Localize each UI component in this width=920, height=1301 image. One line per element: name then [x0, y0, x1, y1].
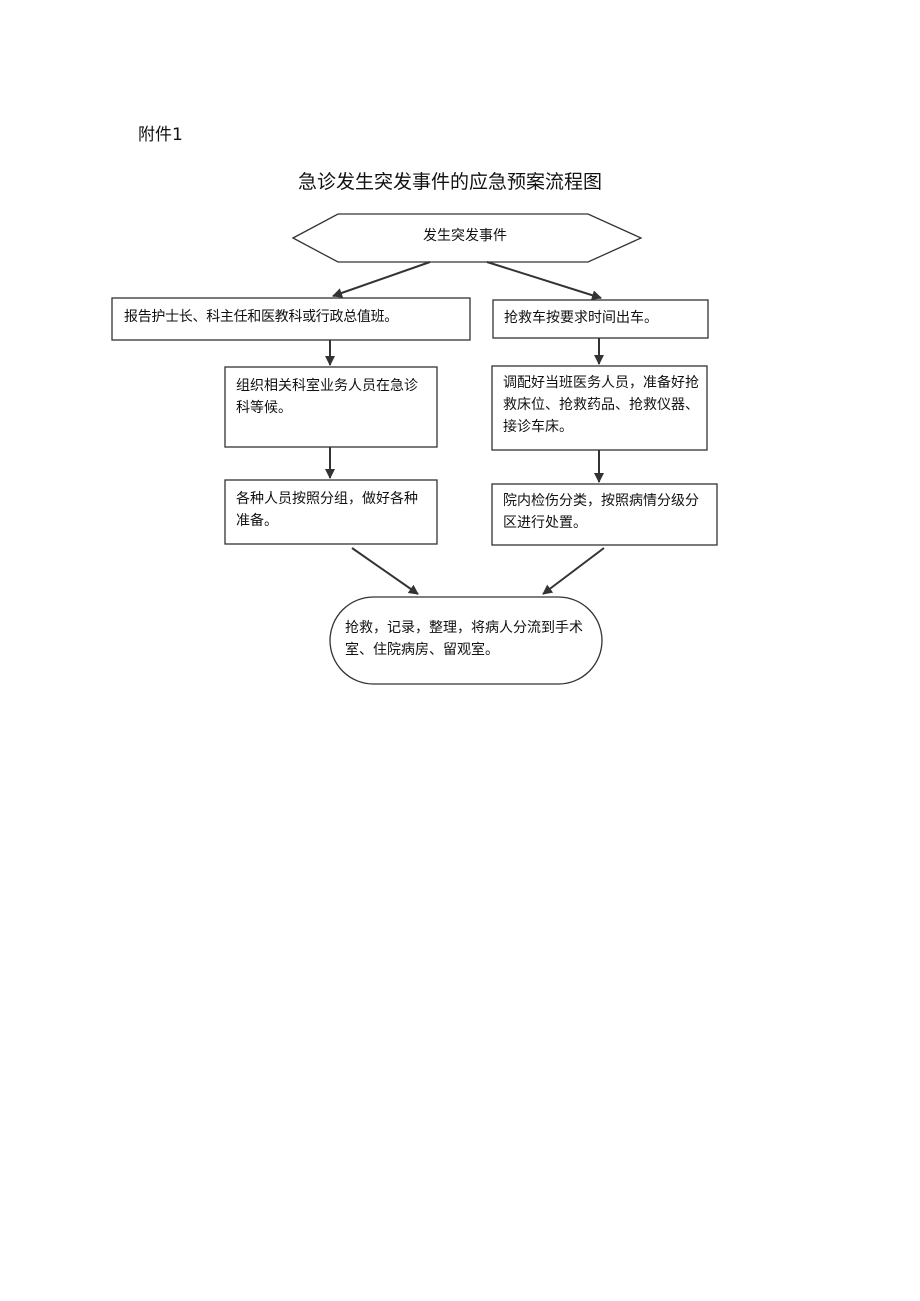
arrow-prepare-to-end — [351, 547, 419, 595]
organize-box: 组织相关科室业务人员在急诊科等候。 — [225, 367, 437, 447]
end-box: 抢救，记录，整理，将病人分流到手术室、住院病房、留观室。 — [345, 617, 595, 661]
dispatch-box-text: 抢救车按要求时间出车。 — [504, 310, 658, 326]
allocate-box-text: 调配好当班医务人员，准备好抢救床位、抢救药品、抢救仪器、接诊车床。 — [503, 375, 699, 435]
end-terminal — [329, 596, 603, 685]
end-box-text: 抢救，记录，整理，将病人分流到手术室、住院病房、留观室。 — [345, 620, 583, 658]
report-box: 报告护士长、科主任和医教科或行政总值班。 — [112, 298, 470, 340]
dispatch-box: 抢救车按要求时间出车。 — [493, 300, 708, 338]
start-event-label: 发生突发事件 — [423, 228, 507, 244]
report-box-frame — [111, 297, 471, 341]
triage-box-frame — [491, 483, 718, 546]
attachment-label: 附件1 — [138, 125, 183, 145]
document-title: 急诊发生突发事件的应急预案流程图 — [297, 171, 602, 193]
arrow-triage-to-end — [542, 547, 605, 595]
start-hexagon — [291, 213, 643, 263]
allocate-box: 调配好当班医务人员，准备好抢救床位、抢救药品、抢救仪器、接诊车床。 — [492, 366, 707, 450]
triage-box: 院内检伤分类，按照病情分级分区进行处置。 — [492, 484, 717, 545]
prepare-box-text: 各种人员按照分组，做好各种准备。 — [236, 491, 418, 529]
prepare-box: 各种人员按照分组，做好各种准备。 — [225, 480, 437, 544]
triage-box-text: 院内检伤分类，按照病情分级分区进行处置。 — [503, 493, 699, 531]
report-box-text: 报告护士长、科主任和医教科或行政总值班。 — [124, 309, 398, 325]
organize-box-text: 组织相关科室业务人员在急诊科等候。 — [236, 378, 418, 416]
prepare-box-frame — [224, 479, 438, 545]
arrow-start-to-report — [332, 261, 431, 298]
arrow-start-to-dispatch — [486, 261, 602, 301]
